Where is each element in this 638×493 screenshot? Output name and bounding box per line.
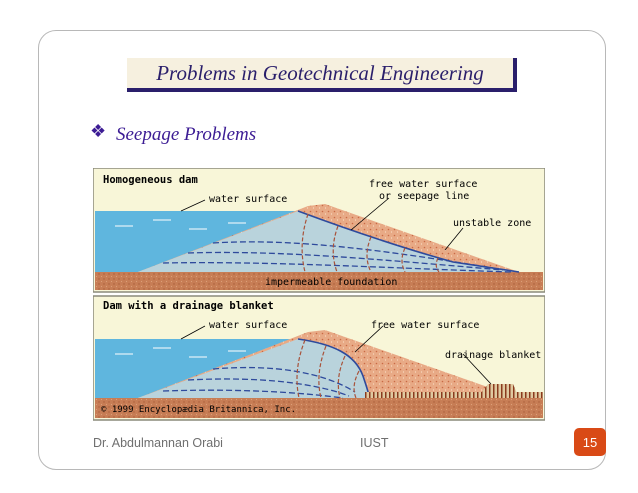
footer-institution: IUST: [360, 436, 389, 450]
equipotential-lines-bottom: [296, 339, 360, 399]
foundation-top: [95, 272, 543, 290]
label-water-surface-top: water surface: [209, 194, 287, 205]
saturated-zone-bottom: [138, 339, 369, 398]
panel-homogeneous-dam: Homogeneous dam water surface free water…: [93, 168, 545, 293]
bullet-text: Seepage Problems: [116, 124, 257, 145]
water-ripples-bottom: [115, 347, 246, 358]
label-water-surface-bottom: water surface: [209, 320, 287, 331]
reservoir-top: [95, 211, 298, 272]
footer-author: Dr. Abdulmannan Orabi: [93, 436, 223, 450]
diamond-bullet-icon: ❖: [90, 121, 107, 141]
panel-bottom-title: Dam with a drainage blanket: [103, 300, 274, 312]
panel-top-title: Homogeneous dam: [103, 174, 198, 186]
label-free-water-surface-bottom: free water surface: [371, 320, 479, 331]
flow-lines-top: [162, 241, 512, 273]
seepage-line-top: [297, 210, 520, 273]
copyright-text: © 1999 Encyclopædia Britannica, Inc.: [101, 405, 296, 415]
slide-title-box: Problems in Geotechnical Engineering: [127, 58, 517, 92]
label-free-water-surface-top: free water surface: [369, 179, 477, 190]
page-number: 15: [582, 434, 598, 450]
panel-drainage-blanket: Dam with a drainage blanket water surfac…: [93, 295, 545, 421]
label-seepage-line-top: or seepage line: [379, 191, 469, 202]
drainage-blanket: [365, 392, 543, 398]
reservoir-bottom: [95, 339, 298, 398]
label-unstable-zone-top: unstable zone: [453, 218, 531, 229]
equipotential-lines-top: [301, 213, 440, 273]
toe-drain: [477, 384, 519, 398]
label-foundation-top: impermeable foundation: [265, 277, 397, 288]
slide-title: Problems in Geotechnical Engineering: [156, 60, 484, 85]
page-number-badge: 15: [574, 428, 606, 456]
water-ripples-top: [115, 219, 246, 230]
foundation-bottom: [95, 398, 543, 418]
label-drainage-blanket: drainage blanket: [445, 350, 541, 361]
flow-lines-bottom: [162, 366, 356, 399]
seepage-diagram: Homogeneous dam water surface free water…: [93, 168, 545, 421]
